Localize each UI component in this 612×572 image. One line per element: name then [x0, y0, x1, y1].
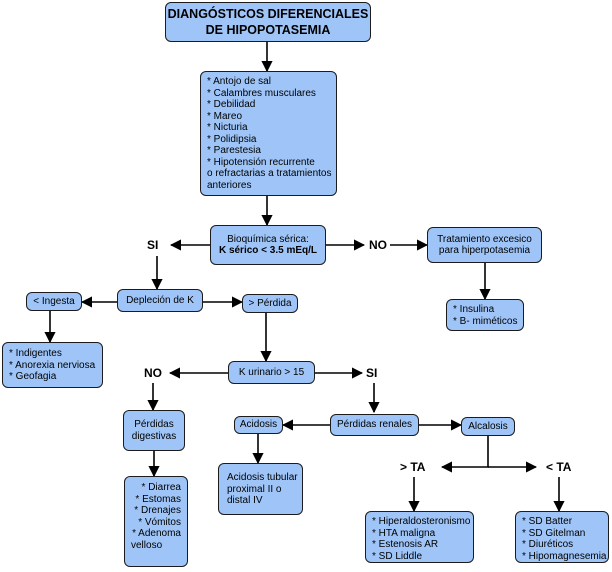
alkalosis-box: Alcalosis: [461, 417, 515, 436]
biochem-line-2: K sérico < 3.5 mEq/L: [218, 245, 318, 256]
urinary-k-box: K urinario > 15: [228, 361, 315, 384]
low-intake-box: < Ingesta: [26, 292, 82, 311]
biochem-box: Bioquímica sérica: K sérico < 3.5 mEq/L: [210, 225, 326, 265]
excess-treatment-box: Tratamiento excesico para hiperpotasemia: [427, 227, 542, 263]
high-ta-causes-box: * Hiperaldosteronismo * HTA maligna * Es…: [365, 511, 474, 563]
yes-label-2: SI: [366, 366, 378, 380]
intake-causes-box: * Indigentes * Anorexia nerviosa * Geofa…: [2, 342, 103, 388]
high-ta-cause-item: * Estenosis AR: [372, 539, 439, 550]
symptom-item: * Debilidad: [207, 99, 256, 110]
digestive-cause-item: * Diarrea: [141, 482, 181, 493]
high-loss-box: > Pérdida: [242, 294, 298, 313]
acidosis-box: Acidosis: [234, 416, 283, 434]
high-ta-label: > TA: [400, 460, 426, 474]
high-ta-cause-item: * HTA maligna: [372, 527, 436, 539]
k-depletion-box: Depleción de K: [117, 289, 203, 312]
high-ta-cause-item: * SD Liddle: [372, 550, 423, 562]
excess-cause-item: * B- miméticos: [453, 315, 518, 327]
acidosis-cause-item: proximal II o: [227, 483, 282, 495]
title-line-1: DIANGÓSTICOS DIFERENCIALES: [167, 7, 369, 21]
digestive-cause-item: * Drenajes: [134, 505, 181, 516]
excess-cause-item: * Insulina: [453, 304, 495, 315]
excess-treatment-line-2: para hiperpotasemia: [438, 245, 531, 256]
symptom-item: * Polidipsia: [207, 133, 257, 145]
acidosis-cause-item: Acidosis tubular: [227, 472, 298, 483]
symptom-item: * Nicturia: [207, 122, 248, 133]
symptom-item: * Mareo: [207, 110, 243, 122]
digestive-losses-line-1: Pérdidas: [134, 419, 174, 430]
acidosis-causes-box: Acidosis tubular proximal II o distal IV: [218, 463, 303, 515]
intake-cause-item: * Indigentes: [9, 348, 62, 359]
no-label-2: NO: [144, 366, 162, 380]
symptom-item: * Antojo de sal: [207, 76, 271, 87]
digestive-cause-item: * Adenoma: [132, 528, 181, 539]
symptoms-box: * Antojo de sal * Calambres musculares *…: [200, 71, 337, 196]
symptom-item: o refractarias a tratamientos: [207, 168, 332, 179]
yes-label-1: SI: [147, 238, 159, 252]
biochem-line-1: Bioquímica sérica:: [227, 233, 309, 245]
symptom-item: * Parestesia: [207, 145, 261, 156]
symptom-item: * Calambres musculares: [207, 87, 316, 99]
low-ta-cause-item: * Hipomagnesemia: [522, 550, 607, 562]
renal-losses-box: Pérdidas renales: [330, 414, 419, 436]
low-ta-causes-box: * SD Batter * SD Gitelman * Diuréticos *…: [515, 511, 609, 563]
alkalosis-label: Alcalosis: [468, 420, 508, 432]
diagram-title: DIANGÓSTICOS DIFERENCIALES DE HIPOPOTASE…: [165, 2, 371, 42]
high-ta-cause-item: * Hiperaldosteronismo: [372, 516, 471, 527]
low-ta-cause-item: * Diuréticos: [522, 539, 574, 550]
high-loss-label: > Pérdida: [248, 297, 292, 309]
excess-treatment-line-1: Tratamiento excesico: [437, 233, 532, 245]
no-label-1: NO: [369, 238, 387, 252]
acidosis-cause-item: distal IV: [227, 495, 263, 506]
excess-causes-box: * Insulina * B- miméticos: [446, 299, 524, 331]
intake-cause-item: * Anorexia nerviosa: [9, 359, 96, 371]
low-intake-label: < Ingesta: [33, 295, 75, 307]
digestive-losses-line-2: digestivas: [131, 430, 177, 442]
k-depletion-label: Depleción de K: [126, 294, 194, 306]
low-ta-cause-item: * SD Gitelman: [522, 527, 586, 539]
intake-cause-item: * Geofagia: [9, 371, 57, 382]
digestive-cause-item: velloso: [131, 539, 163, 551]
low-ta-label: < TA: [546, 460, 572, 474]
digestive-causes-box: * Diarrea * Estomas * Drenajes * Vómitos…: [124, 476, 188, 567]
acidosis-label: Acidosis: [239, 419, 278, 431]
digestive-cause-item: * Estomas: [135, 493, 181, 505]
renal-losses-label: Pérdidas renales: [336, 419, 413, 431]
symptom-item: anteriores: [207, 179, 252, 191]
digestive-cause-item: * Vómitos: [138, 516, 181, 528]
digestive-losses-box: Pérdidas digestivas: [123, 410, 185, 451]
low-ta-cause-item: * SD Batter: [522, 516, 573, 527]
urinary-k-label: K urinario > 15: [238, 366, 305, 378]
title-line-2: DE HIPOPOTASEMIA: [205, 23, 331, 37]
symptom-item: * Hipotensión recurrente: [207, 156, 315, 168]
